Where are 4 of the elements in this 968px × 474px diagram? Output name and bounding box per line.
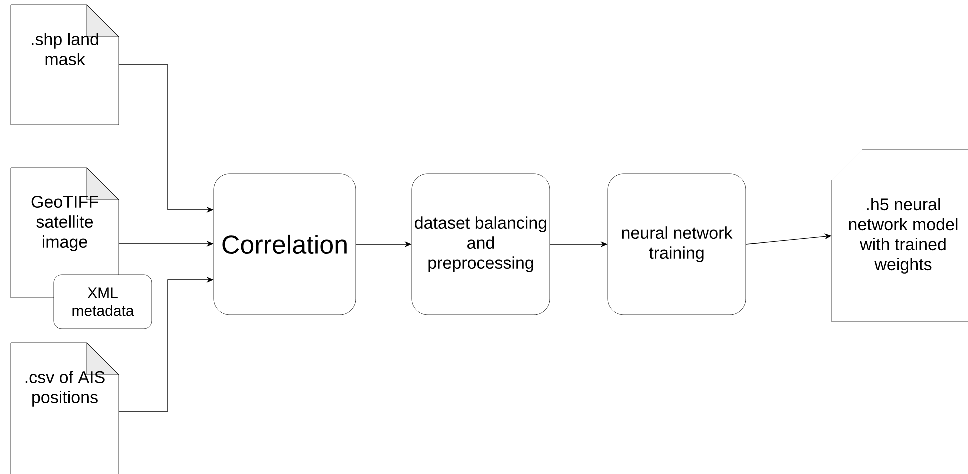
process-box: Correlation: [214, 174, 356, 316]
process-box: dataset balancing and preprocessing: [412, 174, 550, 316]
process-box: neural network training: [608, 174, 746, 316]
process-box: XML metadata: [54, 274, 152, 330]
